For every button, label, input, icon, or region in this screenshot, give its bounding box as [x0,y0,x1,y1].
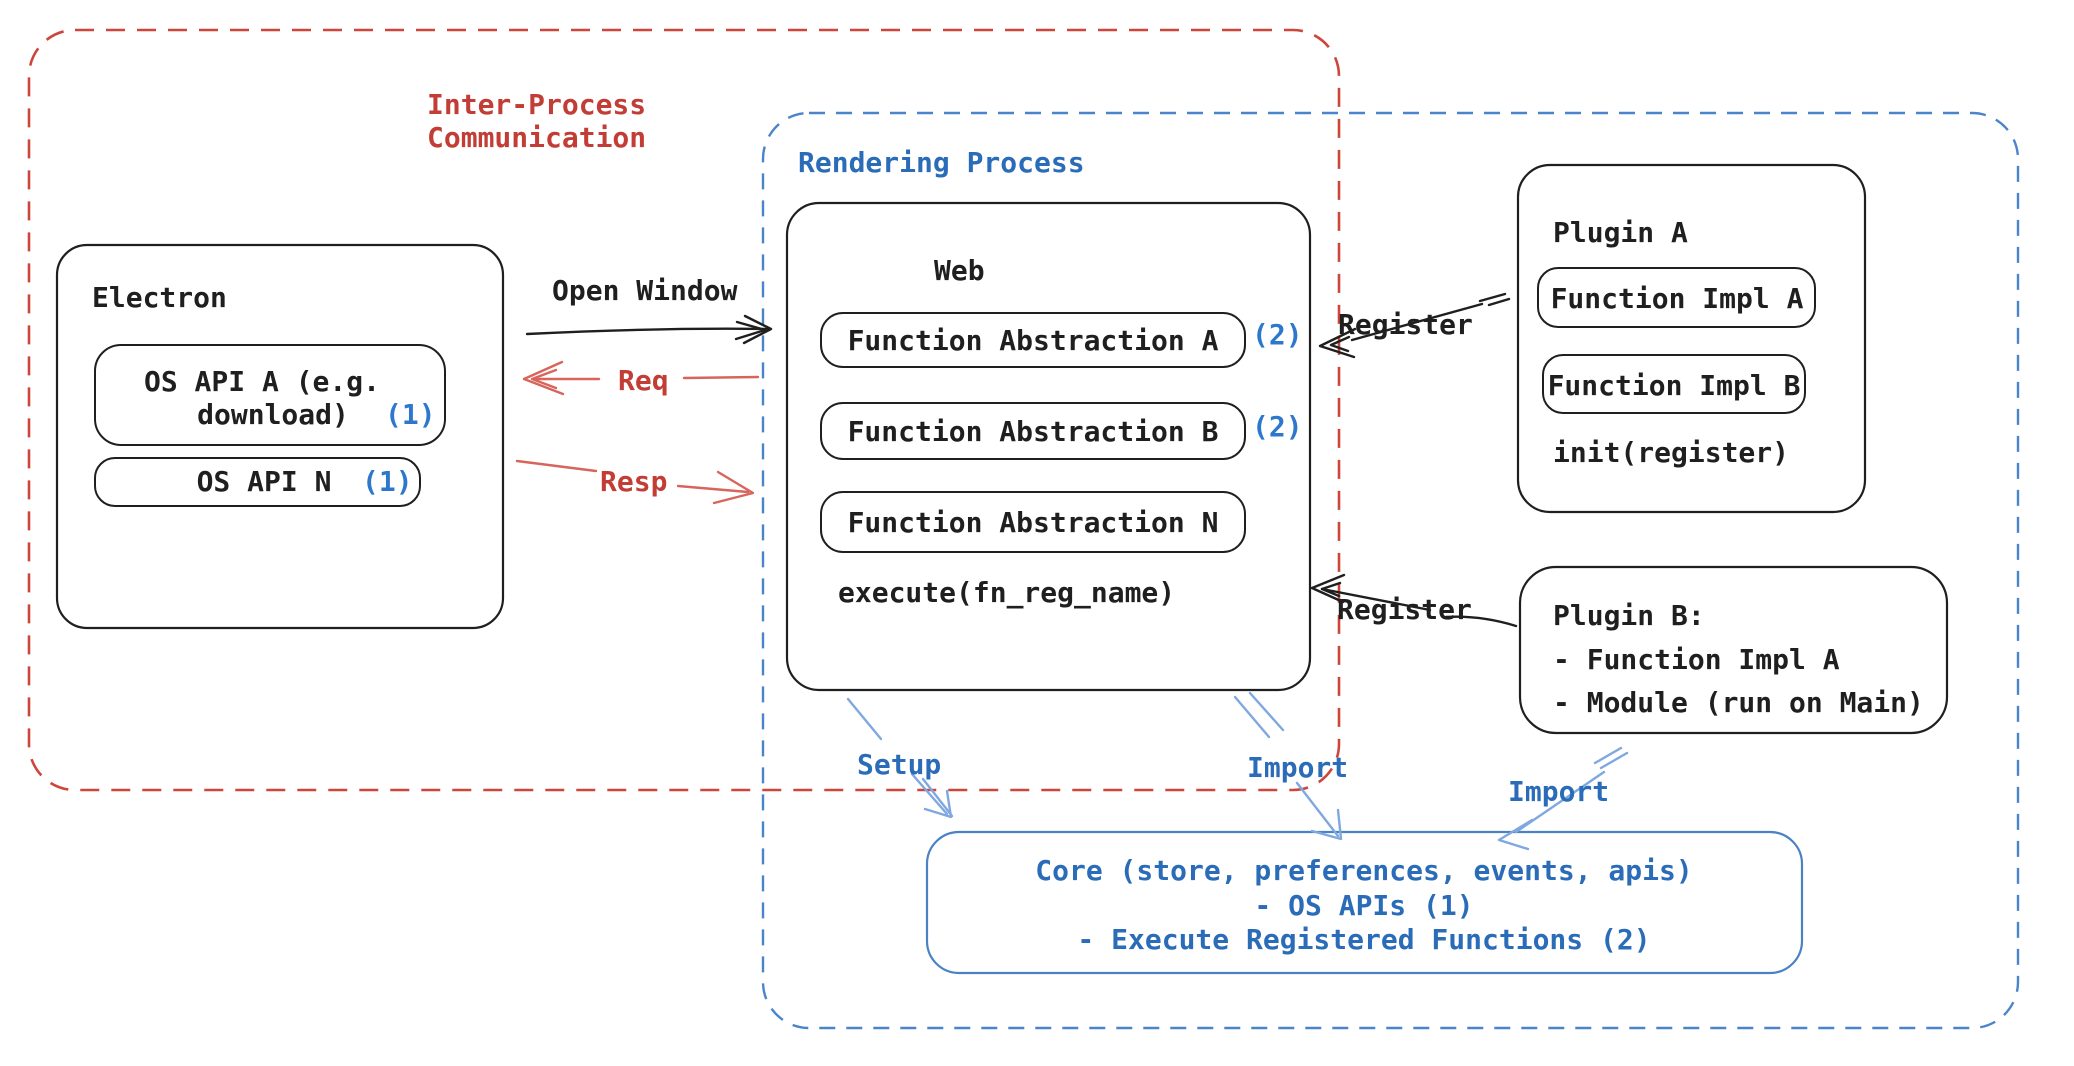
register-top-line [1350,302,1484,342]
function-abstraction-b-box [820,402,1246,460]
function-abstraction-a-badge: (2) [1252,318,1303,351]
setup-label: Setup [857,748,941,781]
plugin-b-module-line: - Module (run on Main) [1553,686,1924,719]
import-mid-line-top [1233,695,1271,739]
open-window-arrow: Open Window [525,274,773,345]
setup-line-bottom [910,772,949,816]
function-impl-a-box [1537,267,1816,328]
import-right-label: Import [1508,775,1609,808]
resp-line-right [676,484,750,494]
import-right-arrowhead-icon [1497,818,1534,851]
os-api-a-line2: download) [197,398,349,431]
rendering-process-label: Rendering Process [798,146,1085,179]
register-bottom-arrowhead-inner-icon [1320,581,1342,598]
os-api-n-label: OS API N [197,465,332,498]
function-abstraction-b-label: Function Abstraction B [848,415,1219,448]
import-mid-line-bottom [1295,781,1340,838]
register-bottom-arrow: Register [1310,573,1518,628]
plugin-a-box: Plugin A Function Impl A Function Impl B… [1516,163,1867,514]
req-arrowhead-icon [522,360,565,396]
core-title-line: Core (store, preferences, events, apis) [1035,854,1692,887]
core-os-apis-line: - OS APIs (1) [1254,889,1473,922]
register-bottom-line-right [1444,615,1518,628]
import-mid-arrow: Import [1233,691,1348,841]
plugin-a-border [1516,163,1867,514]
resp-label: Resp [600,465,667,498]
os-api-a-box [94,344,446,446]
electron-title: Electron [92,281,227,314]
register-top-slash2-icon [1487,297,1511,307]
ipc-region: Inter-Process Communication [27,28,1341,792]
function-abstraction-b-badge: (2) [1252,410,1303,443]
os-api-n-box [94,457,421,507]
function-abstraction-n-label: Function Abstraction N [848,506,1219,539]
open-window-arrow-line [525,327,770,336]
setup-arrow: Setup [846,697,954,819]
register-top-label: Register [1338,308,1473,341]
register-top-arrowhead-icon [1318,327,1357,359]
function-abstraction-a-label: Function Abstraction A [848,324,1219,357]
register-bottom-arrowhead-icon [1310,573,1346,604]
web-title: Web [934,254,985,287]
register-top-arrow: Register [1318,292,1511,359]
rendering-process-region: Rendering Process [761,111,2020,1030]
import-mid-arrowhead-icon [1310,808,1343,841]
core-border [925,830,1804,975]
register-top-arrowhead-inner-icon [1329,335,1351,353]
register-bottom-line-left [1320,587,1432,612]
core-box: Core (store, preferences, events, apis) … [925,830,1804,975]
open-window-arrowhead-inner-icon [734,320,767,341]
req-line-right [682,375,760,380]
register-bottom-label: Register [1337,593,1472,626]
resp-line-left [515,459,598,473]
os-api-a-badge: (1) [385,398,436,431]
function-impl-b-label: Function Impl B [1548,369,1801,402]
function-abstraction-a-box [820,312,1246,368]
import-right-arrow: Import [1497,746,1629,851]
setup-arrowhead-icon [923,789,953,819]
ipc-label-line1: Inter-Process [427,88,646,121]
ipc-label-line2: Communication [427,121,646,154]
web-execute-label: execute(fn_reg_name) [838,576,1175,609]
open-window-label: Open Window [552,274,738,307]
import-mid-label: Import [1247,751,1348,784]
import-right-slash-icon [1593,746,1623,765]
open-window-arrowhead-icon [742,314,773,345]
plugin-b-title: Plugin B: [1553,599,1705,632]
core-execute-line: - Execute Registered Functions (2) [1077,923,1650,956]
plugin-a-title: Plugin A [1553,216,1688,249]
function-abstraction-n-box [820,491,1246,553]
import-mid-line-top2 [1248,691,1285,732]
function-impl-a-label: Function Impl A [1551,282,1804,315]
plugin-b-border [1518,565,1949,735]
resp-arrow: Resp [515,459,755,505]
plugin-a-init-label: init(register) [1553,436,1789,469]
rendering-process-dashed-border [761,111,2020,1030]
setup-line-top [846,697,883,741]
setup-line-bottom2 [921,777,954,818]
register-top-slash-icon [1478,292,1507,303]
web-box: Web Function Abstraction A (2) Function … [785,201,1312,692]
electron-box: Electron OS API A (e.g. download) (1) OS… [55,243,505,630]
import-right-slash2-icon [1599,751,1629,770]
req-label: Req [618,364,669,397]
req-arrowhead-inner-icon [530,368,558,390]
function-impl-b-box [1542,354,1806,414]
plugin-b-box: Plugin B: - Function Impl A - Module (ru… [1518,565,1949,735]
os-api-n-badge: (1) [362,465,413,498]
plugin-b-impl-a-line: - Function Impl A [1553,643,1840,676]
resp-arrowhead-icon [712,470,755,505]
os-api-a-line1: OS API A (e.g. [144,365,380,398]
req-arrow: Req [522,360,760,397]
ipc-dashed-border [27,28,1341,792]
